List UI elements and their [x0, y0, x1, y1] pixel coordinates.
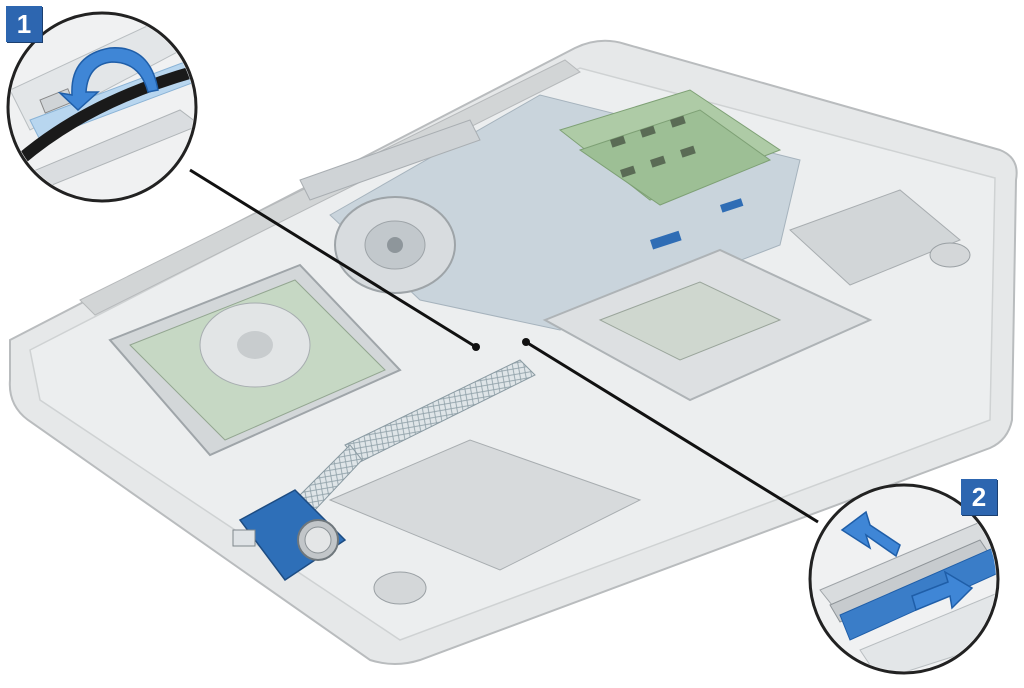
io-board-cable	[299, 359, 536, 511]
battery	[328, 189, 961, 571]
zoom-detail-2	[808, 483, 1000, 675]
touchpad-bracket	[542, 248, 873, 402]
pull-cable-arrow-icon	[911, 570, 974, 612]
io-board	[232, 489, 347, 582]
hard-drive	[108, 263, 402, 457]
callout-number-2: 2	[961, 479, 997, 515]
cooling-fan	[299, 119, 481, 294]
leader-lines	[189, 168, 819, 524]
zoom-detail-1	[6, 11, 198, 203]
callout-number-1: 1	[6, 6, 42, 42]
lift-latch-arrow-icon	[840, 510, 901, 558]
peel-arrow-icon	[57, 47, 159, 112]
